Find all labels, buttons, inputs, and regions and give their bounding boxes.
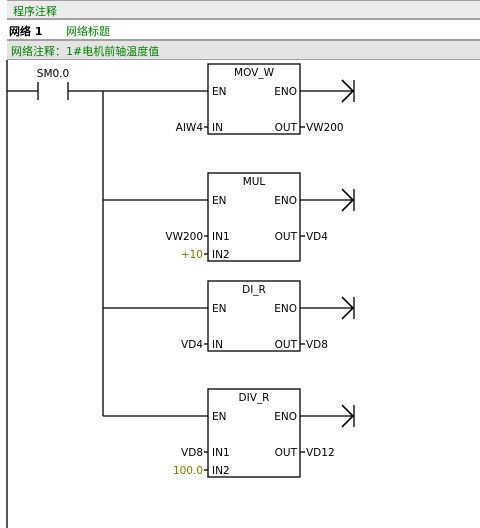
network-header[interactable]: 网络 1 网络标题 [7,19,480,40]
instruction-box-mul[interactable] [207,172,301,262]
output-operand[interactable]: VD4 [306,231,328,243]
eno-pin-label: ENO [274,411,297,423]
output-pin-label: OUT [275,122,298,134]
output-pin-label: OUT [275,339,298,351]
eno-pin-label: ENO [274,303,297,315]
input-pin-label: IN1 [212,447,230,459]
instruction-box-di-r[interactable] [207,280,301,352]
output-operand[interactable]: VD12 [306,447,335,459]
coil-arrow-icon [341,404,355,428]
coil-arrow-icon [341,188,355,212]
network-comment-text: 网络注释：1#电机前轴温度值 [11,45,160,58]
coil-arrow-icon [341,79,355,103]
network-number: 网络 1 [9,25,43,38]
output-operand[interactable]: VW200 [306,122,344,134]
program-comment-bar[interactable]: 程序注释 [7,0,480,19]
instruction-name: DI_R [242,284,266,296]
network-comment-bar[interactable]: 网络注释：1#电机前轴温度值 [7,40,480,60]
network-title[interactable]: 网络标题 [65,25,110,38]
instruction-name: MOV_W [234,67,275,79]
program-comment-text: 程序注释 [13,5,57,18]
output-pin-label: OUT [275,447,298,459]
eno-pin-label: ENO [274,195,297,207]
input-pin-label: IN2 [212,249,230,261]
input-operand[interactable]: +10 [181,249,203,261]
eno-pin-label: ENO [274,86,297,98]
en-pin-label: EN [212,303,227,315]
instruction-box-div-r[interactable] [207,388,301,478]
input-pin-label: IN1 [212,231,230,243]
instruction-box-mov-w[interactable] [207,63,301,135]
en-pin-label: EN [212,195,227,207]
input-operand[interactable]: 100.0 [173,465,203,477]
input-operand[interactable]: VD4 [181,339,203,351]
output-pin-label: OUT [275,231,298,243]
coil-arrow-icon [341,296,355,320]
output-operand[interactable]: VD8 [306,339,328,351]
input-pin-label: IN2 [212,465,230,477]
en-pin-label: EN [212,86,227,98]
en-pin-label: EN [212,411,227,423]
contact-label[interactable]: SM0.0 [37,68,69,80]
input-operand[interactable]: AIW4 [176,122,204,134]
instruction-name: MUL [243,176,266,188]
input-operand[interactable]: VW200 [165,231,203,243]
instruction-name: DIV_R [239,392,270,404]
input-pin-label: IN [212,122,223,134]
input-operand[interactable]: VD8 [181,447,203,459]
input-pin-label: IN [212,339,223,351]
